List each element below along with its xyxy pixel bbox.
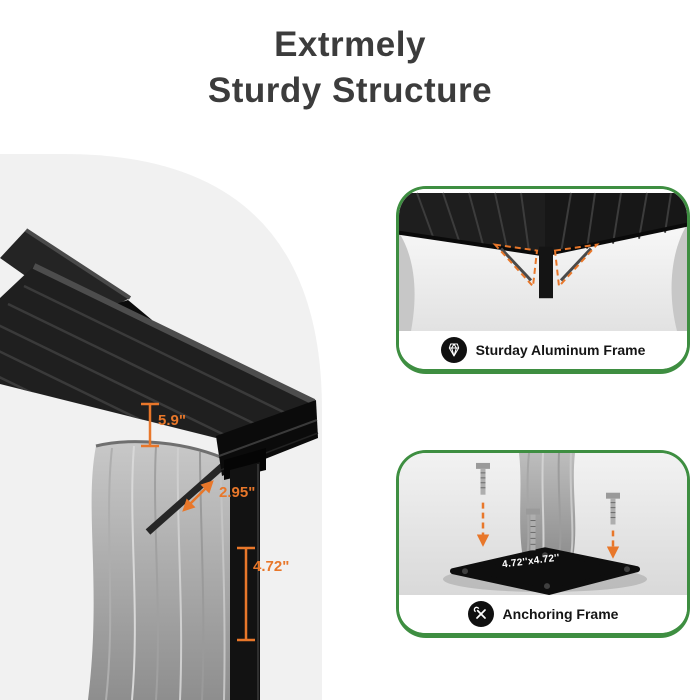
anchor-bolt-icons — [476, 462, 620, 551]
hero-illustration: 5.9" 2.95" 4.72" — [0, 140, 326, 700]
anchor-base-drawing — [399, 453, 687, 595]
crossed-tools-icon — [473, 606, 486, 619]
page-title-line1: Extrmely — [274, 25, 426, 64]
anchor-direction-arrows — [476, 502, 620, 559]
badge-circle — [440, 337, 467, 363]
gazebo-corner-drawing — [0, 154, 322, 700]
brace-highlight-triangles — [492, 243, 600, 289]
caption-bar-aluminum-frame: Sturday Aluminum Frame — [399, 331, 687, 369]
page-title-line2: Sturdy Structure — [207, 70, 493, 110]
panel-caption-aluminum-frame: Sturday Aluminum Frame — [475, 342, 646, 358]
roof-underside-drawing — [399, 189, 687, 331]
dimension-label-beam: 2.95" — [219, 484, 256, 501]
dimension-label-post: 4.72" — [253, 558, 290, 575]
page-title: Extrmely Sturdy Structure — [0, 22, 700, 113]
diamond-gem-icon — [448, 343, 459, 357]
badge-circle — [467, 601, 494, 627]
panel-anchoring-frame: 4.72''x4.72'' Anchoring Frame — [396, 450, 690, 638]
dimension-label-fascia: 5.9" — [158, 412, 186, 429]
dimension-lines — [141, 402, 255, 642]
panel-aluminum-frame: Sturday Aluminum Frame — [396, 186, 690, 374]
panel-caption-anchoring: Anchoring Frame — [502, 606, 619, 622]
anchor-base-photo — [399, 453, 687, 595]
roof-frame-photo — [399, 189, 687, 331]
caption-bar-anchoring: Anchoring Frame — [399, 595, 687, 633]
